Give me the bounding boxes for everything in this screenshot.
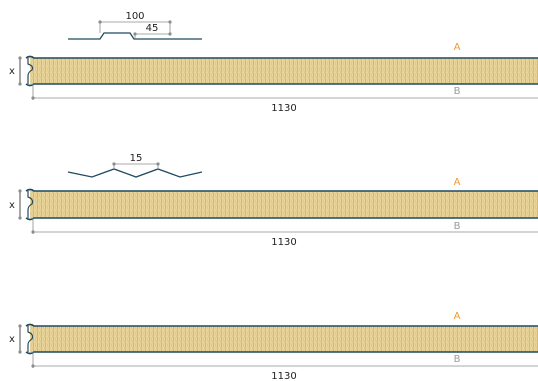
width-dimension: 1130 — [31, 352, 538, 381]
thickness-label: x — [9, 334, 15, 345]
face-a-label: A — [454, 177, 461, 188]
profile-dim-100: 100 — [125, 11, 144, 22]
profile-micro-rib-sketch: 15 — [67, 153, 203, 178]
panel-body — [25, 55, 538, 87]
profile-trapezoidal-sketch: 100 45 — [68, 11, 202, 40]
panel-1: 100 45 x A B 1130 — [9, 11, 538, 114]
face-b-label: B — [454, 354, 461, 365]
thickness-dimension: x — [9, 56, 22, 86]
profile-dim-45: 45 — [146, 23, 159, 34]
width-label: 1130 — [271, 237, 296, 248]
panel-3: x A B 1130 — [9, 311, 538, 381]
panel-body — [25, 188, 538, 221]
thickness-label: x — [9, 66, 15, 77]
width-label: 1130 — [271, 103, 296, 114]
face-a-label: A — [454, 311, 461, 322]
face-b-label: B — [454, 221, 461, 232]
thickness-dimension: x — [9, 189, 22, 220]
thickness-label: x — [9, 200, 15, 211]
face-a-label: A — [454, 42, 461, 53]
width-label: 1130 — [271, 371, 296, 381]
face-b-label: B — [454, 86, 461, 97]
panel-body — [25, 323, 538, 355]
width-dimension: 1130 — [31, 84, 538, 114]
thickness-dimension: x — [9, 324, 22, 354]
panel-2: 15 x A B 1130 — [9, 153, 538, 248]
width-dimension: 1130 — [31, 218, 538, 248]
profile-dim-15: 15 — [130, 153, 143, 164]
